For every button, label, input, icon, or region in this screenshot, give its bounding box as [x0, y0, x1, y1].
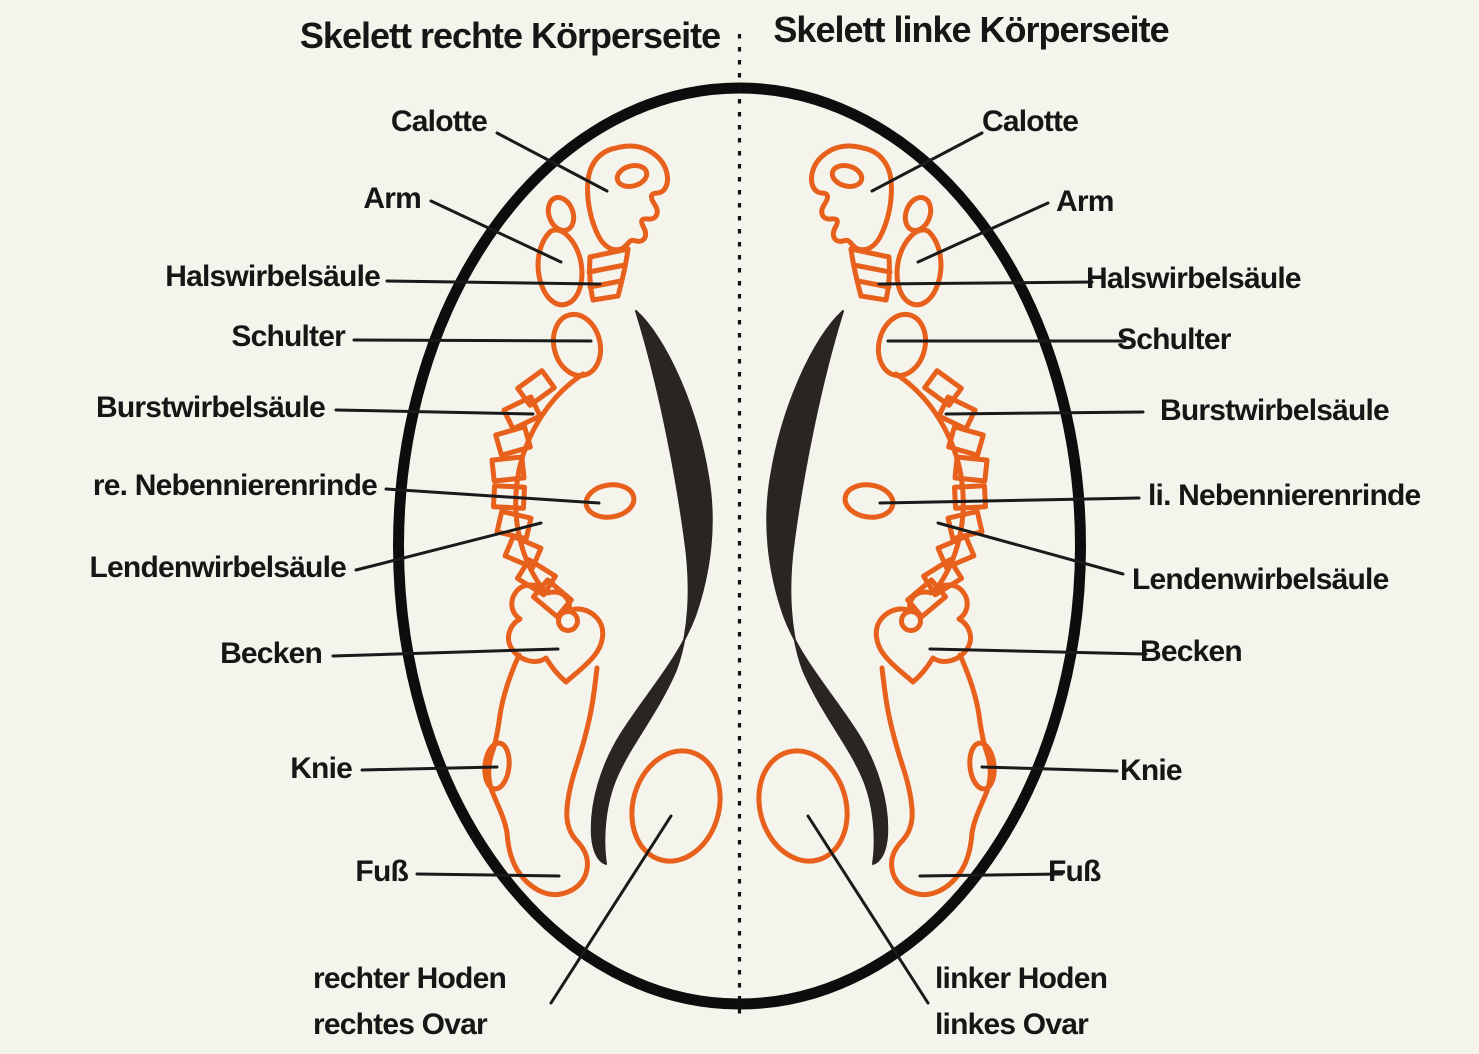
label-line: Burstwirbelsäule: [1160, 394, 1390, 427]
pointer-line-fuss-right: [918, 872, 1064, 878]
pointer-line-nebennierenrinde-left: [384, 487, 601, 505]
pointer-line-lendenwirbelsaeule-right: [936, 521, 1125, 576]
label-line: Schulter: [1117, 323, 1231, 356]
label-line: Fuß: [355, 855, 408, 888]
label-line: Lendenwirbelsäule: [89, 551, 347, 584]
pointer-line-knie-left: [360, 765, 499, 772]
title-left-body-side: Skelett linke Körperseite: [773, 9, 1169, 50]
label-burstwirbelsaeule-left: Burstwirbelsäule: [96, 385, 326, 431]
pointer-line-halswirbelsaeule-right: [877, 280, 1094, 286]
pointer-line-halswirbelsaeule-left: [385, 279, 602, 286]
label-halswirbelsaeule-right: Halswirbelsäule: [1086, 256, 1302, 302]
pointer-line-arm-left: [429, 199, 563, 264]
label-lendenwirbelsaeule-right: Lendenwirbelsäule: [1132, 557, 1389, 603]
pointer-line-knie-right: [980, 765, 1119, 773]
label-hoden-ovar-left: rechter Hoden rechtes Ovar: [313, 956, 507, 1048]
label-schulter-right: Schulter: [1117, 317, 1231, 363]
label-line: Arm: [363, 182, 421, 215]
label-line: re. Nebennierenrinde: [92, 469, 378, 502]
pointer-line-nebennierenrinde-right: [878, 496, 1141, 505]
pointer-line-becken-right: [928, 647, 1148, 656]
label-line: Burstwirbelsäule: [96, 391, 326, 424]
organ-shadow-left-body: [766, 310, 889, 865]
label-line: li. Nebennierenrinde: [1148, 479, 1421, 512]
pointer-line-becken-left: [331, 647, 560, 658]
label-line: Lendenwirbelsäule: [1132, 563, 1389, 596]
organ-shadow-right-body: [590, 310, 713, 865]
pointer-line-calotte-left: [495, 131, 609, 193]
label-schulter-left: Schulter: [231, 314, 345, 360]
label-line: Halswirbelsäule: [1086, 262, 1302, 295]
pointer-line-hoden-ovar-left: [549, 814, 673, 1005]
title-right-body-side: Skelett rechte Körperseite: [299, 15, 721, 56]
label-knie-left: Knie: [290, 746, 353, 792]
label-fuss-right: Fuß: [1048, 849, 1101, 895]
label-nebennierenrinde-left: re. Nebennierenrinde: [92, 463, 378, 509]
label-line: Calotte: [982, 105, 1079, 138]
label-line: Knie: [1120, 754, 1183, 787]
label-calotte-right: Calotte: [982, 99, 1079, 145]
label-fuss-left: Fuß: [355, 849, 408, 895]
label-halswirbelsaeule-left: Halswirbelsäule: [165, 254, 381, 300]
pointer-line-schulter-left: [352, 338, 593, 343]
label-hoden-ovar-right: linker Hoden linkes Ovar: [935, 956, 1108, 1048]
label-line: Knie: [290, 752, 353, 785]
label-arm-right: Arm: [1056, 179, 1114, 225]
label-line: Becken: [220, 637, 323, 670]
label-line: Schulter: [231, 320, 345, 353]
pointer-line-arm-right: [916, 201, 1050, 264]
label-arm-left: Arm: [363, 176, 421, 222]
label-line: linker Hoden: [935, 962, 1108, 995]
label-line: Fuß: [1048, 855, 1101, 888]
label-calotte-left: Calotte: [390, 99, 488, 145]
pointer-line-burstwirbelsaeule-left: [334, 408, 535, 416]
label-line: rechter Hoden: [313, 962, 507, 995]
label-burstwirbelsaeule-right: Burstwirbelsäule: [1160, 388, 1390, 434]
label-line: Becken: [1140, 635, 1243, 668]
label-line: rechtes Ovar: [313, 1008, 488, 1041]
label-line: linkes Ovar: [935, 1008, 1089, 1041]
label-becken-right: Becken: [1140, 629, 1243, 675]
pointer-line-calotte-right: [870, 131, 984, 193]
label-lendenwirbelsaeule-left: Lendenwirbelsäule: [89, 545, 347, 591]
label-nebennierenrinde-right: li. Nebennierenrinde: [1148, 473, 1421, 519]
label-becken-left: Becken: [220, 631, 323, 677]
label-knie-right: Knie: [1120, 748, 1183, 794]
pointer-line-burstwirbelsaeule-right: [944, 410, 1145, 416]
label-line: Arm: [1056, 185, 1114, 218]
pointer-lines: [331, 131, 1148, 1005]
pointer-line-lendenwirbelsaeule-left: [354, 521, 543, 572]
label-line: Halswirbelsäule: [165, 260, 381, 293]
pointer-line-fuss-left: [415, 872, 561, 878]
label-line: Calotte: [390, 105, 488, 138]
pointer-line-hoden-ovar-right: [806, 814, 930, 1005]
